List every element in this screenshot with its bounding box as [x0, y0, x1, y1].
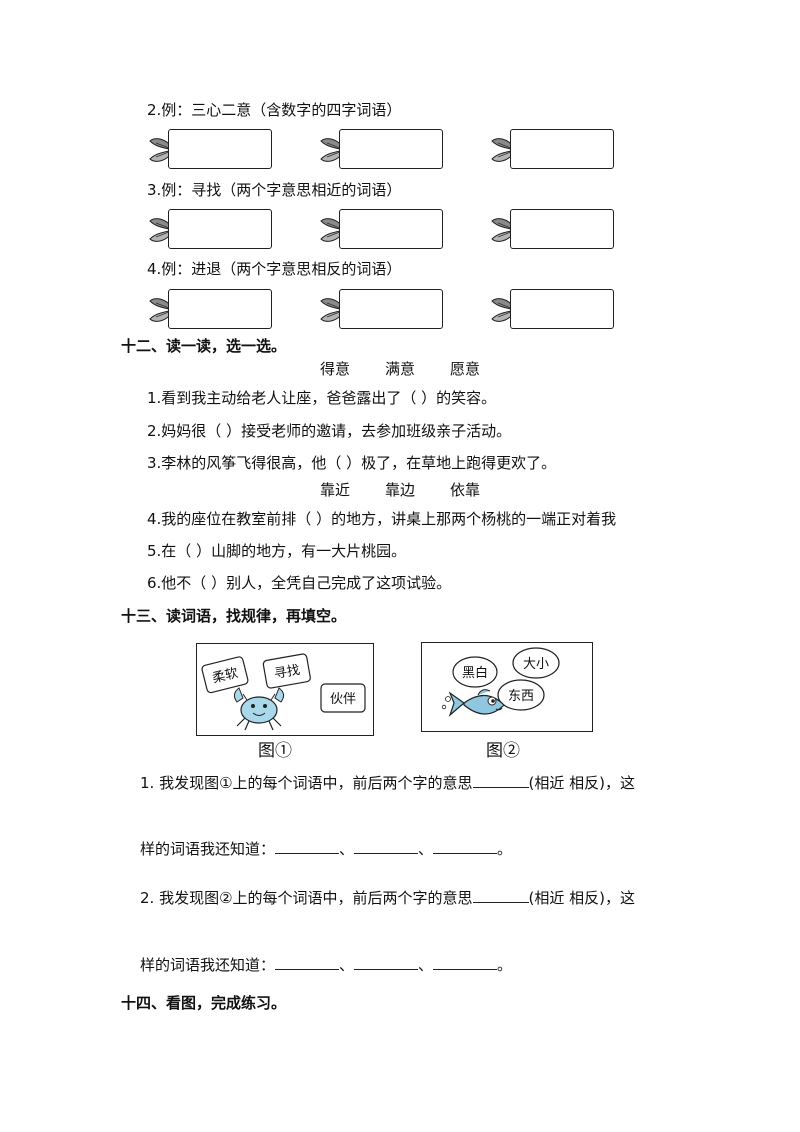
separator: 、: [418, 840, 434, 858]
figure-1-illustration: 柔软 寻找 伙伴: [201, 653, 366, 731]
answer-box[interactable]: [168, 129, 272, 169]
separator: 、: [339, 840, 355, 858]
answer-blank[interactable]: [275, 955, 340, 970]
bubble-text: 黑白: [462, 665, 488, 681]
question-text: 1. 我发现图①上的每个词语中，前后两个字的意思: [140, 774, 473, 792]
answer-box[interactable]: [168, 289, 272, 329]
answer-box[interactable]: [339, 209, 443, 249]
figure-1: 柔软 寻找 伙伴: [196, 643, 374, 736]
word-option: 靠近: [320, 481, 351, 499]
question-13-1-line2: 样的词语我还知道： 、 、 。: [140, 839, 512, 859]
answer-box[interactable]: [168, 209, 272, 249]
answer-box[interactable]: [510, 129, 614, 169]
bubble-text: 大小: [523, 657, 549, 672]
question-12-5: 5.在（ ）山脚的地方，有一大片桃园。: [147, 542, 407, 560]
word-option: 靠边: [385, 481, 416, 499]
answer-blank[interactable]: [433, 839, 498, 854]
card-text: 寻找: [273, 663, 301, 682]
section-12-title: 十二、读一读，选一选。: [121, 337, 287, 355]
card-text: 伙伴: [330, 692, 356, 707]
answer-box[interactable]: [510, 289, 614, 329]
question-13-1: 1. 我发现图①上的每个词语中，前后两个字的意思 (相近 相反)，这: [140, 773, 635, 793]
question-12-3: 3.李林的风筝飞得很高，他（ ）极了，在草地上跑得更欢了。: [147, 454, 557, 472]
question-12-6: 6.他不（ ）别人，全凭自己完成了这项试验。: [147, 574, 452, 592]
question-text: 2. 我发现图②上的每个词语中，前后两个字的意思: [140, 889, 473, 907]
word-option: 得意: [320, 360, 351, 378]
answer-blank[interactable]: [472, 773, 529, 788]
question-12-2: 2.妈妈很（ ）接受老师的邀请，去参加班级亲子活动。: [147, 422, 512, 440]
word-option: 满意: [385, 360, 416, 378]
separator: 、: [418, 956, 434, 974]
word-option: 愿意: [450, 360, 481, 378]
fish-icon: [441, 689, 505, 717]
answer-blank[interactable]: [354, 955, 419, 970]
question-text: 样的词语我还知道：: [140, 840, 276, 858]
section-13-title: 十三、读词语，找规律，再填空。: [121, 607, 347, 625]
word-bubble: 大小: [512, 647, 560, 679]
answer-box[interactable]: [339, 129, 443, 169]
word-bubble: 东西: [497, 679, 545, 711]
answer-blank[interactable]: [354, 839, 419, 854]
crab-icon: [233, 687, 285, 731]
figure-2-caption: 图②: [486, 741, 520, 761]
answer-box[interactable]: [339, 289, 443, 329]
word-bubble: 黑白: [452, 656, 498, 688]
figure-2-illustration: 黑白 大小 东西: [441, 647, 560, 717]
answer-blank[interactable]: [472, 888, 529, 903]
answer-blank[interactable]: [275, 839, 340, 854]
figure-2: 黑白 大小 东西: [421, 642, 593, 732]
figure-1-caption: 图①: [258, 741, 292, 761]
example-4-prompt: 4.例：进退（两个字意思相反的词语）: [147, 260, 402, 278]
period: 。: [497, 840, 513, 858]
card-text: 柔软: [211, 666, 240, 687]
word-option: 依靠: [450, 481, 481, 499]
period: 。: [497, 956, 513, 974]
separator: 、: [339, 956, 355, 974]
example-3-prompt: 3.例：寻找（两个字意思相近的词语）: [147, 181, 402, 199]
example-2-prompt: 2.例：三心二意（含数字的四字词语）: [147, 101, 402, 119]
answer-box[interactable]: [510, 209, 614, 249]
answer-blank[interactable]: [433, 955, 498, 970]
word-card: 伙伴: [320, 683, 366, 713]
question-13-2-line2: 样的词语我还知道： 、 、 。: [140, 955, 512, 975]
question-text: 样的词语我还知道：: [140, 956, 276, 974]
question-12-1: 1.看到我主动给老人让座，爸爸露出了（ ）的笑容。: [147, 389, 497, 407]
word-card: 柔软: [201, 656, 249, 694]
bubble-text: 东西: [508, 689, 534, 704]
question-12-4: 4.我的座位在教室前排（ ）的地方，讲桌上那两个杨桃的一端正对着我: [147, 510, 617, 528]
word-card: 寻找: [262, 653, 311, 689]
section-14-title: 十四、看图，完成练习。: [121, 994, 287, 1012]
question-13-2: 2. 我发现图②上的每个词语中，前后两个字的意思 (相近 相反)，这: [140, 888, 635, 908]
question-text: (相近 相反)，这: [528, 889, 636, 907]
question-text: (相近 相反)，这: [528, 774, 636, 792]
